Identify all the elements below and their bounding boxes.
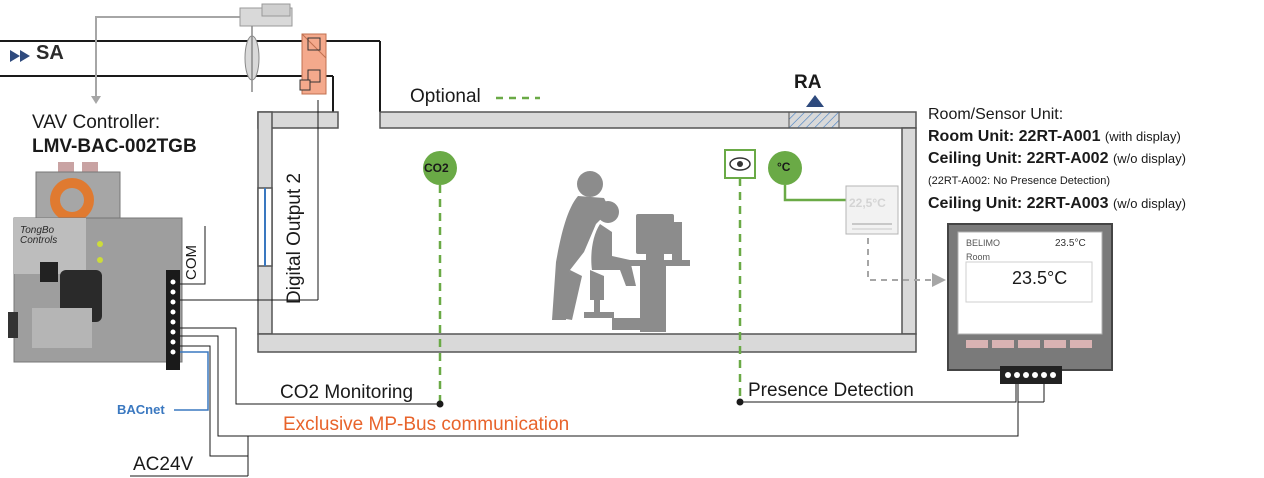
- ceiling-unit-a002-note: (w/o display): [1112, 151, 1186, 166]
- temperature-sensor-label: °C: [777, 160, 791, 174]
- return-air-label: RA: [794, 72, 822, 93]
- com-label: COM: [183, 245, 200, 280]
- presence-eye-icon: [724, 149, 756, 179]
- room-sensor-unit-title: Room/Sensor Unit:: [928, 106, 1064, 123]
- a002-presence-note: (22RT-A002: No Presence Detection): [928, 175, 1110, 187]
- flow-sensor-tube: [91, 3, 293, 104]
- co2-sensor-label: CO2: [424, 161, 449, 175]
- ceiling-unit-a002-model: Ceiling Unit: 22RT-A002: [928, 150, 1109, 167]
- bacnet-label: BACnet: [117, 402, 165, 417]
- mp-bus-label: Exclusive MP-Bus communication: [283, 414, 570, 435]
- room-unit-line: Room Unit: 22RT-A001 (with display): [928, 128, 1181, 146]
- return-air-arrow-icon: [806, 95, 824, 107]
- people-at-desk-icon: [552, 171, 690, 332]
- ceiling-unit-a003-note: (w/o display): [1112, 196, 1186, 211]
- room-unit-terminal-block: [1000, 366, 1062, 384]
- supply-air-arrow-icon: [10, 50, 30, 62]
- wiring: [130, 100, 1045, 477]
- co2-sensor-icon: [423, 151, 457, 185]
- presence-detection-label: Presence Detection: [748, 380, 914, 401]
- return-air-grille: [788, 111, 840, 129]
- room-unit-header-temp: 23.5°C: [1055, 238, 1086, 249]
- digital-output-label: Digital Output 2: [284, 173, 305, 304]
- ceiling-unit-a003-model: Ceiling Unit: 22RT-A003: [928, 195, 1109, 212]
- ceiling-unit-a003-line: Ceiling Unit: 22RT-A003 (w/o display): [928, 195, 1186, 213]
- bacnet-wiring: [174, 351, 209, 411]
- ac24v-label: AC24V: [133, 454, 194, 475]
- temperature-sensor-icon: [768, 151, 802, 185]
- room-walls: [257, 111, 917, 353]
- small-room-display: [845, 185, 899, 235]
- vav-controller-model: LMV-BAC-002TGB: [32, 136, 197, 157]
- flow-sensor-element: [244, 26, 260, 92]
- brand-logo-label: TongBo Controls: [20, 225, 58, 246]
- display-link-arrow-line: [867, 238, 935, 281]
- damper-actuator: [299, 33, 327, 95]
- room-unit-room-label: Room: [966, 252, 991, 262]
- ceiling-unit-a002-line: Ceiling Unit: 22RT-A002 (w/o display): [928, 150, 1186, 168]
- temperature-link-line: [783, 185, 848, 202]
- vav-controller-device: [8, 162, 183, 370]
- vav-controller-title: VAV Controller:: [32, 112, 161, 133]
- room-unit-main-temp: 23.5°C: [1012, 268, 1068, 288]
- bacnet-logo: [100, 400, 174, 418]
- optional-label: Optional: [410, 86, 481, 107]
- small-display-temperature: 22,5°C: [849, 196, 886, 210]
- co2-monitoring-label: CO2 Monitoring: [280, 382, 414, 403]
- room-unit-brand: BELIMO: [966, 238, 1001, 248]
- room-unit-note: (with display): [1104, 129, 1181, 144]
- room-unit-device: [947, 223, 1113, 371]
- display-link-arrow-icon: [932, 273, 946, 287]
- supply-air-label: SA: [36, 42, 64, 64]
- room-unit-model: Room Unit: 22RT-A001: [928, 128, 1101, 145]
